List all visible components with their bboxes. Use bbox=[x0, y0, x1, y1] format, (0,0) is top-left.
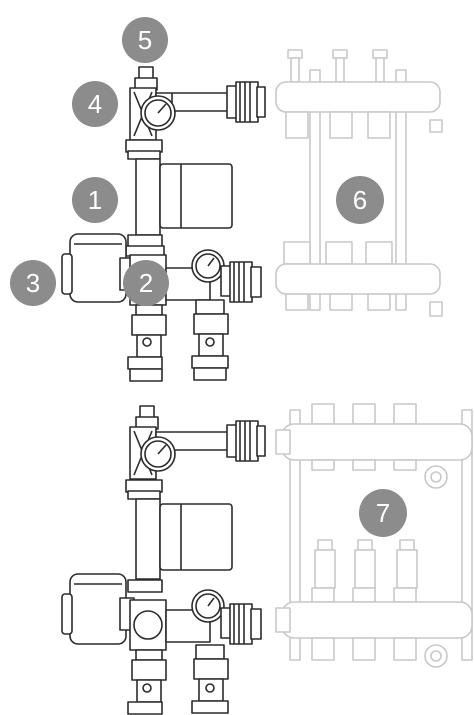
right-ball-valve bbox=[191, 299, 229, 381]
lower-union bbox=[220, 261, 262, 303]
riser-nut bbox=[125, 139, 163, 160]
upper-union bbox=[226, 81, 266, 123]
pump bbox=[135, 158, 233, 236]
air-vent bbox=[134, 66, 158, 91]
callout-3: 3 bbox=[10, 260, 56, 306]
callout-label: 3 bbox=[26, 268, 40, 298]
top-mixing-unit bbox=[61, 66, 266, 382]
manifold-bar-top bbox=[275, 81, 443, 133]
callout-label: 6 bbox=[353, 185, 367, 215]
left-ball-valve bbox=[127, 304, 167, 382]
top-manifold bbox=[275, 49, 443, 317]
callout-4: 4 bbox=[72, 81, 118, 127]
callout-6: 6 bbox=[336, 176, 384, 224]
callout-label: 1 bbox=[88, 185, 102, 215]
pump-nut bbox=[125, 234, 165, 257]
valve-gauge bbox=[191, 249, 225, 283]
callout-label: 2 bbox=[139, 268, 153, 298]
bottom-mixing-unit bbox=[61, 405, 266, 715]
manifold-bar-bottom bbox=[275, 263, 443, 317]
actuator bbox=[61, 233, 135, 303]
callout-label: 7 bbox=[376, 498, 390, 528]
callout-2: 2 bbox=[123, 260, 169, 306]
manifold-frame bbox=[309, 69, 407, 311]
flow-meters-top bbox=[287, 49, 388, 83]
callout-1: 1 bbox=[72, 177, 118, 223]
outlets-bottom bbox=[285, 293, 391, 311]
callout-7: 7 bbox=[359, 489, 407, 537]
callout-label: 4 bbox=[88, 89, 102, 119]
bottom-manifold bbox=[275, 403, 473, 668]
callout-5: 5 bbox=[122, 17, 168, 63]
outlets-top bbox=[285, 111, 391, 139]
thermometer bbox=[140, 95, 176, 131]
callout-label: 5 bbox=[138, 25, 152, 55]
valve-caps bbox=[283, 241, 393, 265]
